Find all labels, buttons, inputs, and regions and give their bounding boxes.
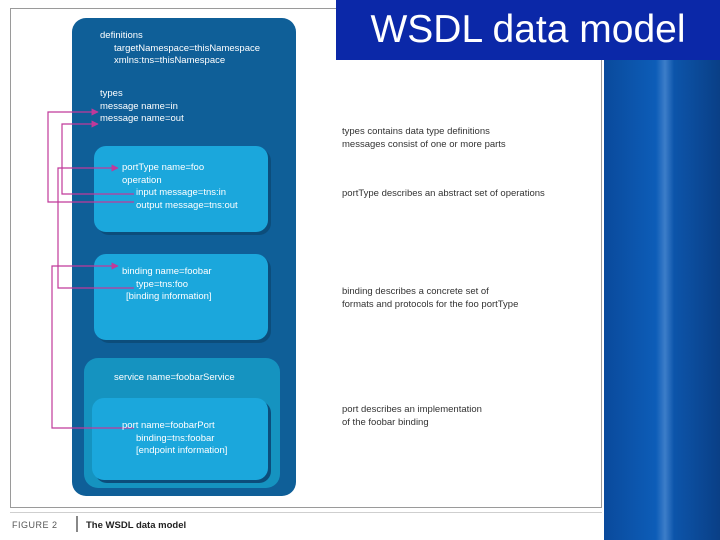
types-description: types contains data type definitions mes… <box>342 126 506 151</box>
arrow-binding-to-porttype <box>57 164 134 289</box>
types-line: types <box>100 88 123 99</box>
slide-side-panel <box>604 0 720 540</box>
binding-line: binding name=foobar <box>122 266 212 277</box>
porttype-text: portType name=foo operation input messag… <box>122 162 238 212</box>
types-text: types message name=in message name=out <box>100 88 184 126</box>
figure-number: FIGURE 2 <box>12 520 58 530</box>
description-line: messages consist of one or more parts <box>342 138 506 150</box>
porttype-line: output message=tns:out <box>136 199 238 211</box>
side-panel-stripe <box>656 60 674 540</box>
description-line: of the foobar binding <box>342 416 429 428</box>
binding-text: binding name=foobar type=tns:foo [bindin… <box>122 266 212 304</box>
binding-box <box>94 254 268 340</box>
description-line: portType describes an abstract set of op… <box>342 188 545 199</box>
binding-description: binding describes a concrete set of form… <box>342 286 518 311</box>
definitions-line: targetNamespace=thisNamespace <box>114 42 261 54</box>
slide-title: WSDL data model <box>336 0 720 60</box>
porttype-line: operation <box>122 174 162 186</box>
service-label: service name=foobarService <box>114 372 235 383</box>
definitions-text: definitions targetNamespace=thisNamespac… <box>100 30 260 68</box>
binding-line: type=tns:foo <box>136 278 189 290</box>
port-box <box>92 398 268 480</box>
porttype-description: portType describes an abstract set of op… <box>342 188 545 201</box>
port-line: [endpoint information] <box>136 445 228 456</box>
porttype-line: portType name=foo <box>122 162 205 173</box>
porttype-box <box>94 146 268 232</box>
binding-line: [binding information] <box>126 291 212 302</box>
port-description: port describes an implementation of the … <box>342 404 482 429</box>
port-line: binding=tns:foobar <box>136 432 215 444</box>
arrow-port-to-binding <box>51 262 134 429</box>
arrow-message-ref-inner <box>61 120 134 195</box>
definitions-line: definitions <box>100 30 143 41</box>
definitions-line: xmlns:tns=thisNamespace <box>114 55 226 66</box>
caption-separator <box>76 516 78 532</box>
port-text: port name=foobarPort binding=tns:foobar … <box>122 420 227 458</box>
description-line: formats and protocols for the foo portTy… <box>342 298 519 310</box>
caption-rule <box>10 512 602 513</box>
description-line: binding describes a concrete set of <box>342 286 489 297</box>
types-line: message name=in <box>100 100 178 112</box>
arrow-message-ref-outer <box>47 108 134 203</box>
port-line: port name=foobarPort <box>122 420 215 431</box>
figure-caption: The WSDL data model <box>86 520 187 531</box>
porttype-line: input message=tns:in <box>136 187 227 198</box>
description-line: port describes an implementation <box>342 404 482 415</box>
description-line: types contains data type definitions <box>342 126 490 137</box>
types-line: message name=out <box>100 113 184 124</box>
